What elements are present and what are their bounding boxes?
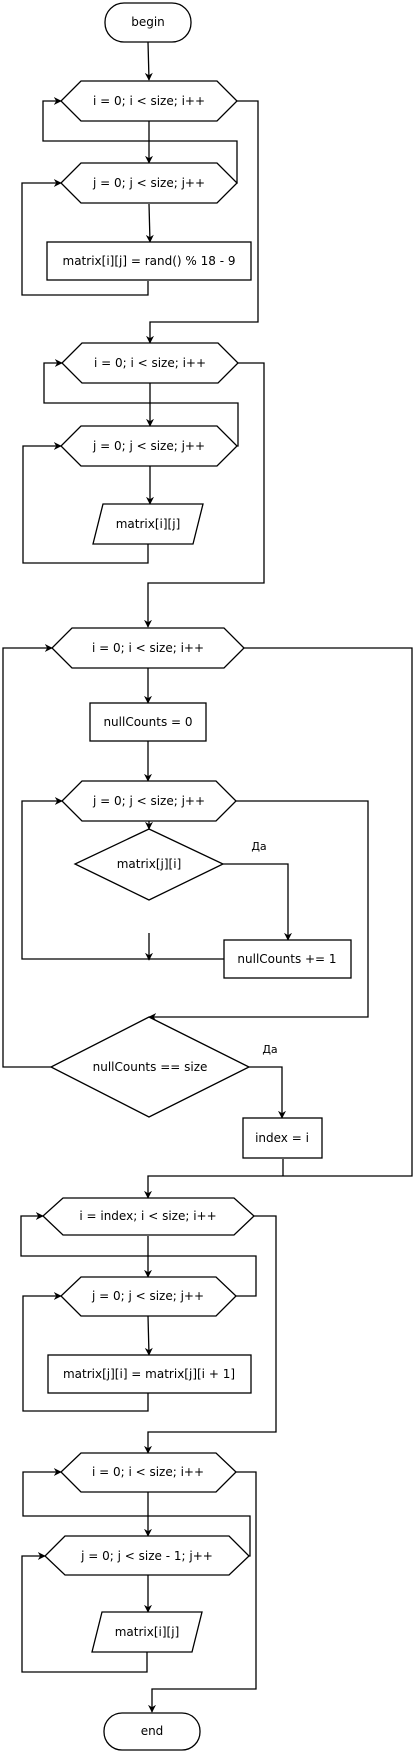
node-loop2-j-label: j = 0; j < size; j++	[92, 439, 205, 453]
node-loop4-i-label: i = index; i < size; i++	[79, 1209, 216, 1223]
edge-condfull-no	[2, 644, 53, 1068]
edge-output2-back	[21, 1552, 148, 1673]
edge-loop1j-assign	[145, 203, 154, 243]
node-loop1-j: j = 0; j < size; j++	[60, 162, 238, 204]
node-null-init-label: nullCounts = 0	[103, 715, 192, 729]
node-index-assign: index = i	[242, 1117, 323, 1159]
edge-assign-back	[21, 179, 149, 296]
node-cond-full: nullCounts == size	[49, 1016, 251, 1118]
edge-nullinc-back	[21, 797, 224, 960]
edge-loop3i-exit	[144, 647, 413, 1199]
edge-label-yes-1: Да	[251, 840, 266, 853]
edge-cond-yes	[223, 863, 292, 941]
node-assign-rand-label: matrix[i][j] = rand() % 18 - 9	[63, 254, 236, 268]
node-loop4-j-label: j = 0; j < size; j++	[91, 1289, 204, 1303]
node-loop5-i: i = 0; i < size; i++	[60, 1452, 237, 1493]
node-loop2-j: j = 0; j < size; j++	[60, 425, 238, 467]
node-loop5-j-label: j = 0; j < size - 1; j++	[80, 1549, 213, 1563]
node-output1: matrix[i][j]	[92, 503, 204, 545]
node-null-init: nullCounts = 0	[89, 702, 207, 742]
edge-loop3j-exit	[148, 800, 369, 1021]
node-cond-cell: matrix[j][i]	[73, 828, 225, 901]
node-loop4-i: i = index; i < size; i++	[42, 1197, 255, 1236]
node-index-assign-label: index = i	[255, 1131, 309, 1145]
node-end-label: end	[141, 1724, 164, 1738]
node-null-inc-label: nullCounts += 1	[237, 952, 336, 966]
node-loop2-i-label: i = 0; i < size; i++	[94, 356, 206, 370]
node-loop3-j-label: j = 0; j < size; j++	[92, 794, 205, 808]
node-output2-label: matrix[i][j]	[115, 1625, 180, 1639]
edge-loop4i-exit	[144, 1215, 277, 1454]
node-loop3-j: j = 0; j < size; j++	[61, 780, 237, 822]
node-loop5-i-label: i = 0; i < size; i++	[92, 1465, 204, 1479]
node-cond-cell-label: matrix[j][i]	[117, 857, 182, 871]
node-loop1-j-label: j = 0; j < size; j++	[92, 176, 205, 190]
node-loop3-i: i = 0; i < size; i++	[51, 627, 245, 669]
node-loop1-i-label: i = 0; i < size; i++	[93, 94, 205, 108]
node-loop2-i: i = 0; i < size; i++	[61, 342, 239, 384]
edge-label-yes-2: Да	[262, 1043, 277, 1056]
node-loop3-i-label: i = 0; i < size; i++	[92, 641, 204, 655]
node-cond-full-label: nullCounts == size	[93, 1060, 208, 1074]
edge-loop4j-shift	[144, 1315, 153, 1356]
node-assign-rand: matrix[i][j] = rand() % 18 - 9	[46, 241, 252, 281]
node-begin: begin	[104, 2, 192, 43]
edge-condfull-yes	[249, 1066, 286, 1119]
node-loop1-i: i = 0; i < size; i++	[60, 80, 238, 122]
node-output1-label: matrix[i][j]	[116, 517, 181, 531]
edge-loop4j-back	[20, 1212, 257, 1297]
node-begin-label: begin	[131, 15, 165, 29]
node-output2: matrix[i][j]	[91, 1611, 203, 1653]
node-shift: matrix[j][i] = matrix[j][i + 1]	[47, 1354, 252, 1394]
edge-shift-back	[22, 1292, 149, 1412]
edges	[2, 41, 413, 1713]
edge-loop1i-exit	[146, 100, 259, 344]
edge-loop5i-end	[148, 1471, 257, 1713]
node-loop4-j: j = 0; j < size; j++	[60, 1276, 237, 1317]
edge-loop2i-exit	[144, 362, 265, 628]
edge-output1-back	[22, 442, 149, 564]
node-loop5-j: j = 0; j < size - 1; j++	[44, 1535, 250, 1576]
node-end: end	[103, 1712, 201, 1751]
node-null-inc: nullCounts += 1	[223, 939, 352, 979]
node-shift-label: matrix[j][i] = matrix[j][i + 1]	[63, 1367, 235, 1381]
edge-begin-loop1	[144, 41, 153, 81]
